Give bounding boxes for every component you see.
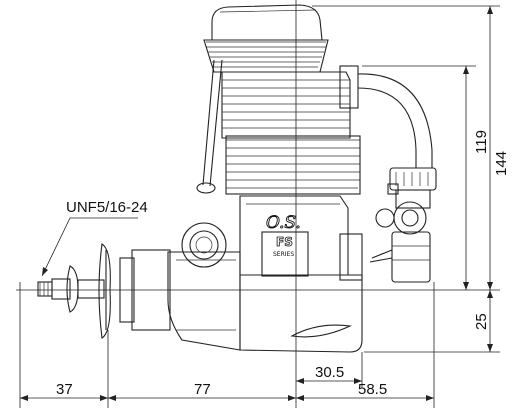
centerlines: [16, 0, 500, 408]
dimension-arrows: [20, 6, 493, 401]
dim-drive-to-centerline: 77: [194, 381, 211, 398]
engine-body: [37, 4, 437, 353]
logo-plate: O.S. FS SERIES: [266, 213, 302, 258]
dim-total-height: 144: [493, 151, 510, 176]
dimension-lines: [19, 5, 500, 408]
series-code: FS: [276, 235, 293, 249]
dim-centerline-offset: 30.5: [315, 364, 344, 381]
dim-centerline-to-rear: 58.5: [358, 381, 387, 398]
dim-prop-to-drive: 37: [56, 381, 73, 398]
dim-height-to-head: 119: [473, 130, 490, 154]
brand-logo: O.S.: [266, 213, 301, 233]
series-word: SERIES: [273, 251, 294, 258]
dim-height-below-axis: 25: [473, 313, 490, 330]
thread-label: UNF5/16-24: [66, 199, 148, 216]
